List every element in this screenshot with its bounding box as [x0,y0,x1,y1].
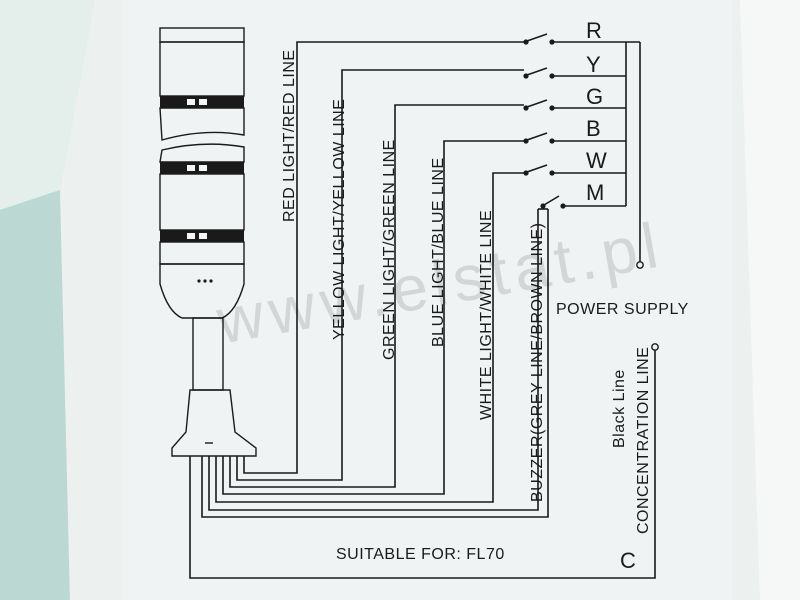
label-blue-line: BLUE LIGHT/BLUE LINE [430,157,447,347]
terminal-b: B [586,116,601,141]
label-black-line: Black Line [611,369,628,448]
switch-w [523,164,626,176]
box-left-panel [0,0,95,210]
common-terminal [651,343,659,351]
label-buzzer-line: BUZZER(GREY LINE/BROWN LINE) [529,222,546,502]
switch-bank [523,33,659,351]
label-green-line: GREEN LIGHT/GREEN LINE [381,139,398,360]
wire-blue [222,140,524,495]
wire-green [229,104,524,488]
tower-module-break [159,107,245,141]
label-yellow-line: YELLOW LIGHT/YELLOW LINE [331,99,348,340]
terminal-m: M [586,180,604,205]
switch-b [523,132,626,144]
signal-tower [159,27,257,457]
suitable-for-label: SUITABLE FOR: FL70 [336,546,505,563]
wires [189,41,656,579]
box-left-shadow [0,190,70,600]
wire-red [243,41,524,474]
terminal-w: W [586,148,607,173]
terminal-y: Y [586,52,601,77]
wire-black-common [189,350,656,579]
wire-white [215,172,524,503]
wire-buzzer-1 [208,209,539,511]
label-red-line: RED LIGHT/RED LINE [281,49,298,222]
wire-yellow [236,69,524,481]
tower-mount [171,389,257,457]
switch-g [523,99,626,111]
terminal-g: G [586,84,603,109]
power-supply-terminal [636,261,644,269]
power-supply-label: POWER SUPPLY [556,301,689,318]
box-right-highlight [740,0,800,600]
terminal-c: C [620,548,636,573]
switch-m [538,195,626,210]
label-white-line: WHITE LIGHT/WHITE LINE [478,210,495,420]
terminal-r: R [586,18,602,43]
wire-buzzer-2 [201,209,549,518]
label-concentration-line: CONCENTRATION LINE [635,347,652,534]
switch-y [523,67,626,79]
